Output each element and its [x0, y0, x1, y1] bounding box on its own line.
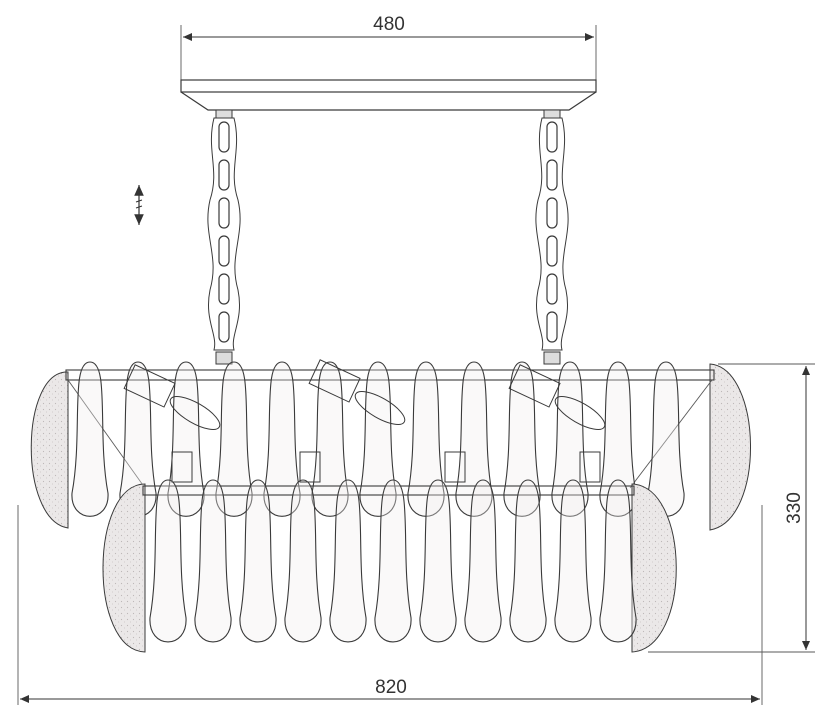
height-label: 330: [784, 492, 805, 524]
chain-link: [546, 311, 558, 343]
lower-socket: [579, 451, 601, 483]
glass-loop: [311, 361, 349, 517]
chain-link: [218, 159, 230, 191]
glass-loop: [509, 479, 547, 643]
chain-cap: [543, 109, 561, 119]
height-dimension: 330: [648, 363, 815, 653]
chain-link: [546, 235, 558, 267]
chain-link: [218, 311, 230, 343]
chain-link: [546, 159, 558, 191]
bottom-width-dimension: 820: [17, 505, 763, 705]
socket: [508, 364, 561, 408]
bulb-sockets: [123, 359, 606, 483]
glass-loop: [599, 361, 637, 517]
glass-loop: [239, 479, 277, 643]
chain-cap: [543, 351, 561, 365]
glass-loop: [374, 479, 412, 643]
chain-cap: [215, 351, 233, 365]
upper-tier: [30, 361, 751, 531]
chain-link: [218, 273, 230, 305]
chain-link: [218, 235, 230, 267]
chain-link: [546, 121, 558, 153]
glass-loop: [554, 479, 592, 643]
glass-loop: [419, 479, 457, 643]
chain-cap: [215, 109, 233, 119]
chain-link: [546, 197, 558, 229]
chain-link: [546, 273, 558, 305]
chain-link: [218, 121, 230, 153]
glass-loop: [284, 479, 322, 643]
top-width-dimension: 480: [180, 14, 597, 80]
glass-loop: [464, 479, 502, 643]
chain-outline: [207, 117, 241, 351]
chain-link: [218, 197, 230, 229]
glass-loop: [329, 479, 367, 643]
top-width-label: 480: [373, 14, 405, 35]
glass-loop: [551, 361, 589, 517]
candle-bulb: [354, 391, 406, 425]
right-chain: [535, 109, 569, 365]
lower-socket: [444, 451, 466, 483]
lower-tier: [102, 479, 677, 653]
left-chain: [207, 109, 241, 365]
glass-loop: [194, 479, 232, 643]
lower-socket: [299, 451, 321, 483]
bottom-width-label: 820: [375, 677, 407, 698]
double-arrow-icon: [134, 185, 144, 225]
socket: [123, 364, 176, 408]
lower-socket: [171, 451, 193, 483]
glass-loop: [215, 361, 253, 517]
glass-loop: [71, 361, 109, 517]
ceiling-canopy: [180, 79, 597, 111]
glass-loop: [599, 479, 637, 643]
glass-loop: [167, 361, 205, 517]
candle-bulb: [554, 396, 606, 430]
glass-loop: [503, 361, 541, 517]
glass-loop: [263, 361, 301, 517]
socket: [308, 359, 361, 403]
chain-outline: [535, 117, 569, 351]
candle-bulb: [169, 396, 221, 430]
glass-loop: [149, 479, 187, 643]
